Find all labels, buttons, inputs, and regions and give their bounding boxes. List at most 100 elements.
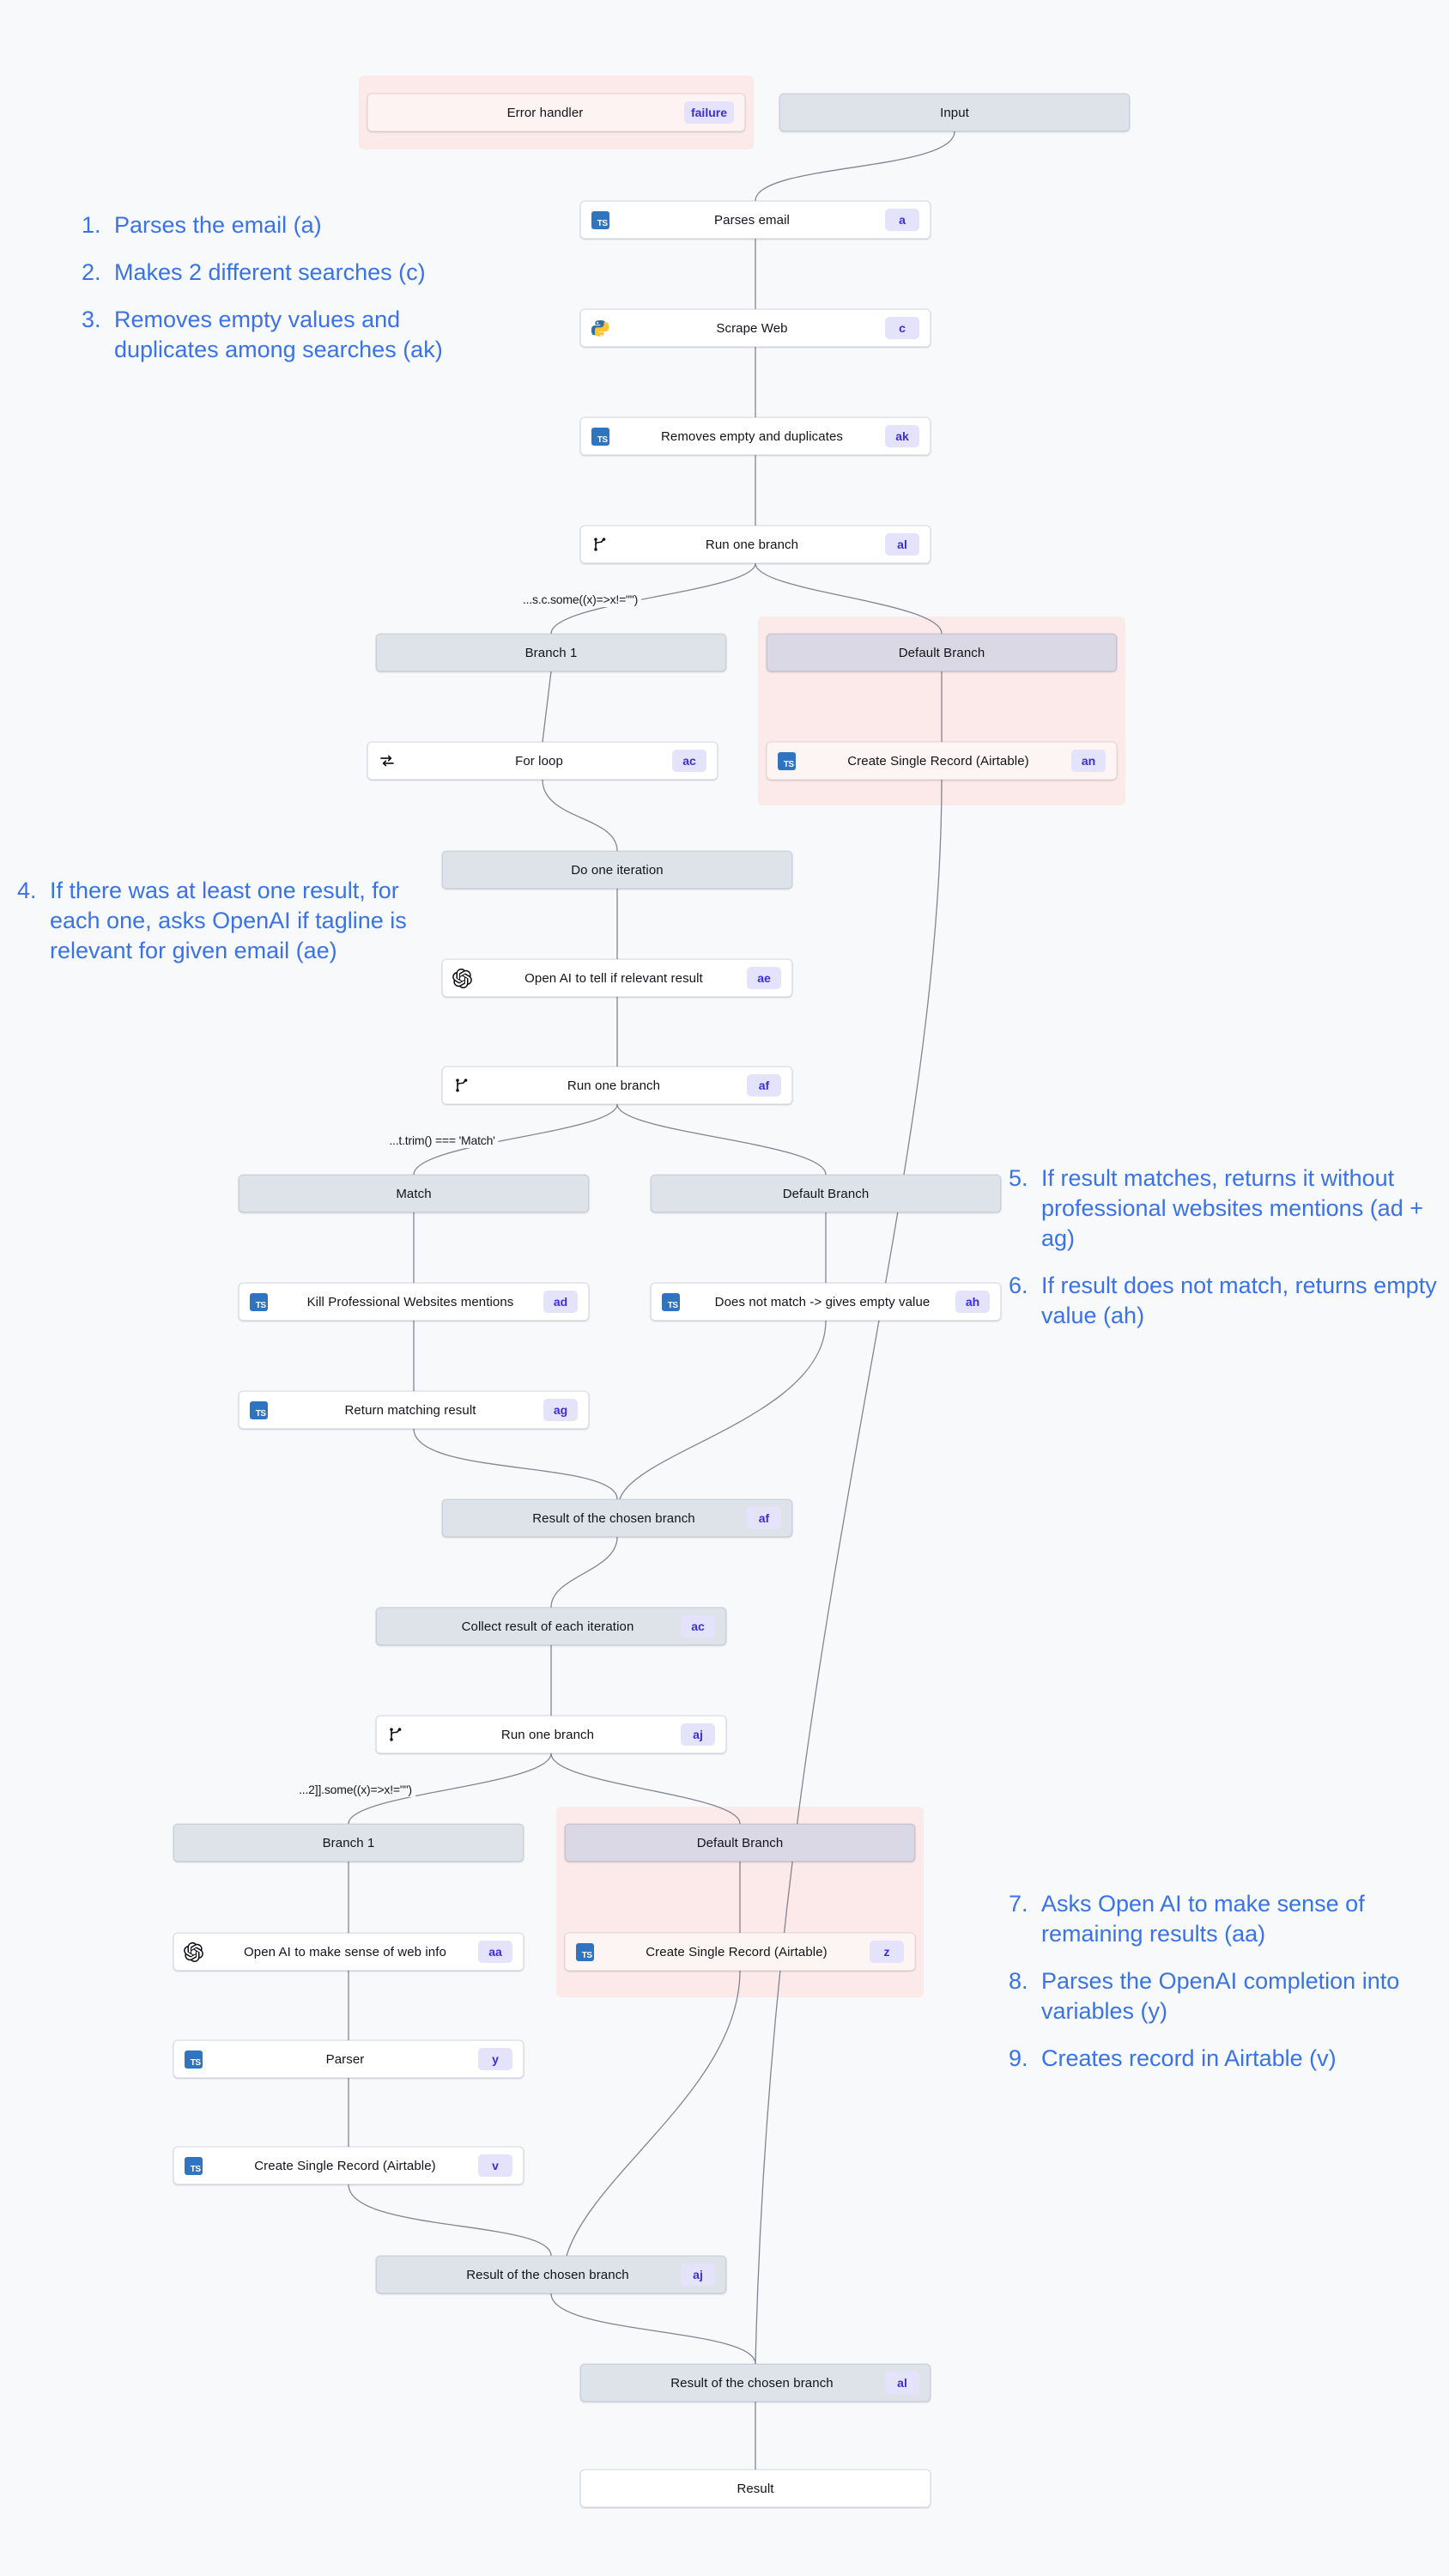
annotation-item: 2.Makes 2 different searches (c) [82, 258, 485, 288]
node-badge: aj [681, 1723, 715, 1746]
node-label: Does not match -> gives empty value [714, 1294, 931, 1309]
node-badge: aj [681, 2263, 715, 2286]
node-badge: af [747, 1507, 781, 1529]
branch-icon [594, 538, 606, 551]
edge-return-to-resultaf [413, 1428, 618, 1500]
annotation-number: 4. [17, 878, 37, 903]
node-label: Create Single Record (Airtable) [646, 1944, 828, 1959]
node-label: Branch 1 [524, 645, 578, 660]
node-icon-slot: TS [239, 1292, 277, 1311]
annotation-item: 7. Asks Open AI to make sense of remainin… [1009, 1889, 1438, 1949]
node-badge: ad [543, 1291, 578, 1313]
node-label: Result of the chosen branch [670, 2375, 834, 2391]
node-label: Input [940, 105, 969, 120]
node-label: Run one branch [500, 1727, 595, 1742]
node-icon-slot [174, 1941, 212, 1962]
typescript-icon: TS [249, 1400, 268, 1419]
node-label: Scrape Web [716, 320, 788, 336]
node-icon-slot: TS [174, 2156, 212, 2175]
edge-createv-to-resultaj [348, 2184, 552, 2257]
node-label: Create Single Record (Airtable) [254, 2158, 436, 2173]
node-label: Parses email [714, 212, 790, 228]
annotation-text: If there was at least one result, for ea… [50, 878, 407, 964]
node-label: Do one iteration [571, 862, 664, 878]
python-icon [591, 319, 609, 337]
branch-icon [390, 1728, 402, 1741]
node-label: Parser [325, 2051, 365, 2067]
annotation-text: Parses the OpenAI completion into variab… [1041, 1968, 1400, 2025]
typescript-icon: TS [777, 751, 796, 770]
typescript-icon: TS [591, 427, 609, 446]
edge-branch1-to-forloop [542, 671, 552, 743]
node-do-one-iteration[interactable]: Do one iteration [442, 851, 792, 889]
node-icon-slot: TS [581, 427, 619, 446]
node-result-final[interactable]: Result [580, 2470, 931, 2507]
node-label: For loop [515, 753, 563, 769]
typescript-icon: TS [661, 1292, 680, 1311]
annotation-number: 6. [1009, 1273, 1028, 1299]
node-default-branch-top[interactable]: Default Branch [767, 634, 1117, 671]
node-input[interactable]: Input [779, 94, 1130, 131]
annotation-list: 4. If there was at least one result, for … [17, 876, 412, 966]
node-label: Result [737, 2481, 774, 2496]
typescript-icon: TS [575, 1942, 594, 1961]
node-icon-slot [377, 1726, 415, 1743]
node-branch-1-bottom[interactable]: Branch 1 [173, 1824, 524, 1862]
node-run-one-branch-aj[interactable]: Run one branch aj [376, 1716, 726, 1753]
node-badge: ac [672, 750, 706, 772]
annotation-text: If result matches, returns it without pr… [1041, 1165, 1423, 1252]
annotation-number: 1. [82, 212, 101, 238]
node-removes-empty[interactable]: TS Removes empty and duplicates ak [580, 417, 931, 455]
node-default-branch-bottom[interactable]: Default Branch [565, 1824, 915, 1862]
node-branch-1-top[interactable]: Branch 1 [376, 634, 726, 671]
node-badge: ak [885, 425, 919, 447]
annotation-list-right-mid: 5.If result matches, returns it without … [1009, 1163, 1438, 1348]
node-label: Result of the chosen branch [466, 2267, 629, 2282]
edge-createz-to-resultaj [566, 1970, 741, 2257]
node-badge: al [885, 533, 919, 556]
annotation-item: 6.If result does not match, returns empt… [1009, 1271, 1438, 1331]
edge-runaf-to-defaultmid [616, 1103, 827, 1176]
annotation-number: 2. [82, 259, 101, 286]
annotation-number: 9. [1009, 2045, 1028, 2072]
edge-resultaj-to-resultal [550, 2293, 756, 2365]
node-badge: failure [683, 101, 734, 124]
annotation-text: Asks Open AI to make sense of remaining … [1041, 1891, 1365, 1947]
node-default-branch-mid[interactable]: Default Branch [651, 1175, 1001, 1212]
node-label: Return matching result [344, 1402, 476, 1418]
node-result-chosen-aj[interactable]: Result of the chosen branch aj [376, 2256, 726, 2293]
annotation-item: 9. Creates record in Airtable (v) [1009, 2044, 1438, 2074]
annotation-text: Creates record in Airtable (v) [1041, 2045, 1337, 2072]
node-for-loop[interactable]: For loop ac [367, 742, 718, 780]
node-match-branch[interactable]: Match [239, 1175, 589, 1212]
node-label: Default Branch [782, 1186, 870, 1201]
annotation-number: 7. [1009, 1891, 1028, 1917]
node-label: Removes empty and duplicates [660, 428, 844, 444]
annotation-text: Removes empty values and duplicates amon… [114, 307, 443, 363]
branch-icon [456, 1078, 468, 1092]
annotation-number: 3. [82, 307, 101, 333]
typescript-icon: TS [184, 2156, 203, 2175]
annotation-item: 4. If there was at least one result, for … [17, 876, 412, 966]
edge-forloop-to-doiteration [542, 779, 618, 852]
node-icon-slot [443, 1077, 481, 1094]
annotation-number: 8. [1009, 1968, 1028, 1995]
node-badge: aa [478, 1941, 512, 1963]
